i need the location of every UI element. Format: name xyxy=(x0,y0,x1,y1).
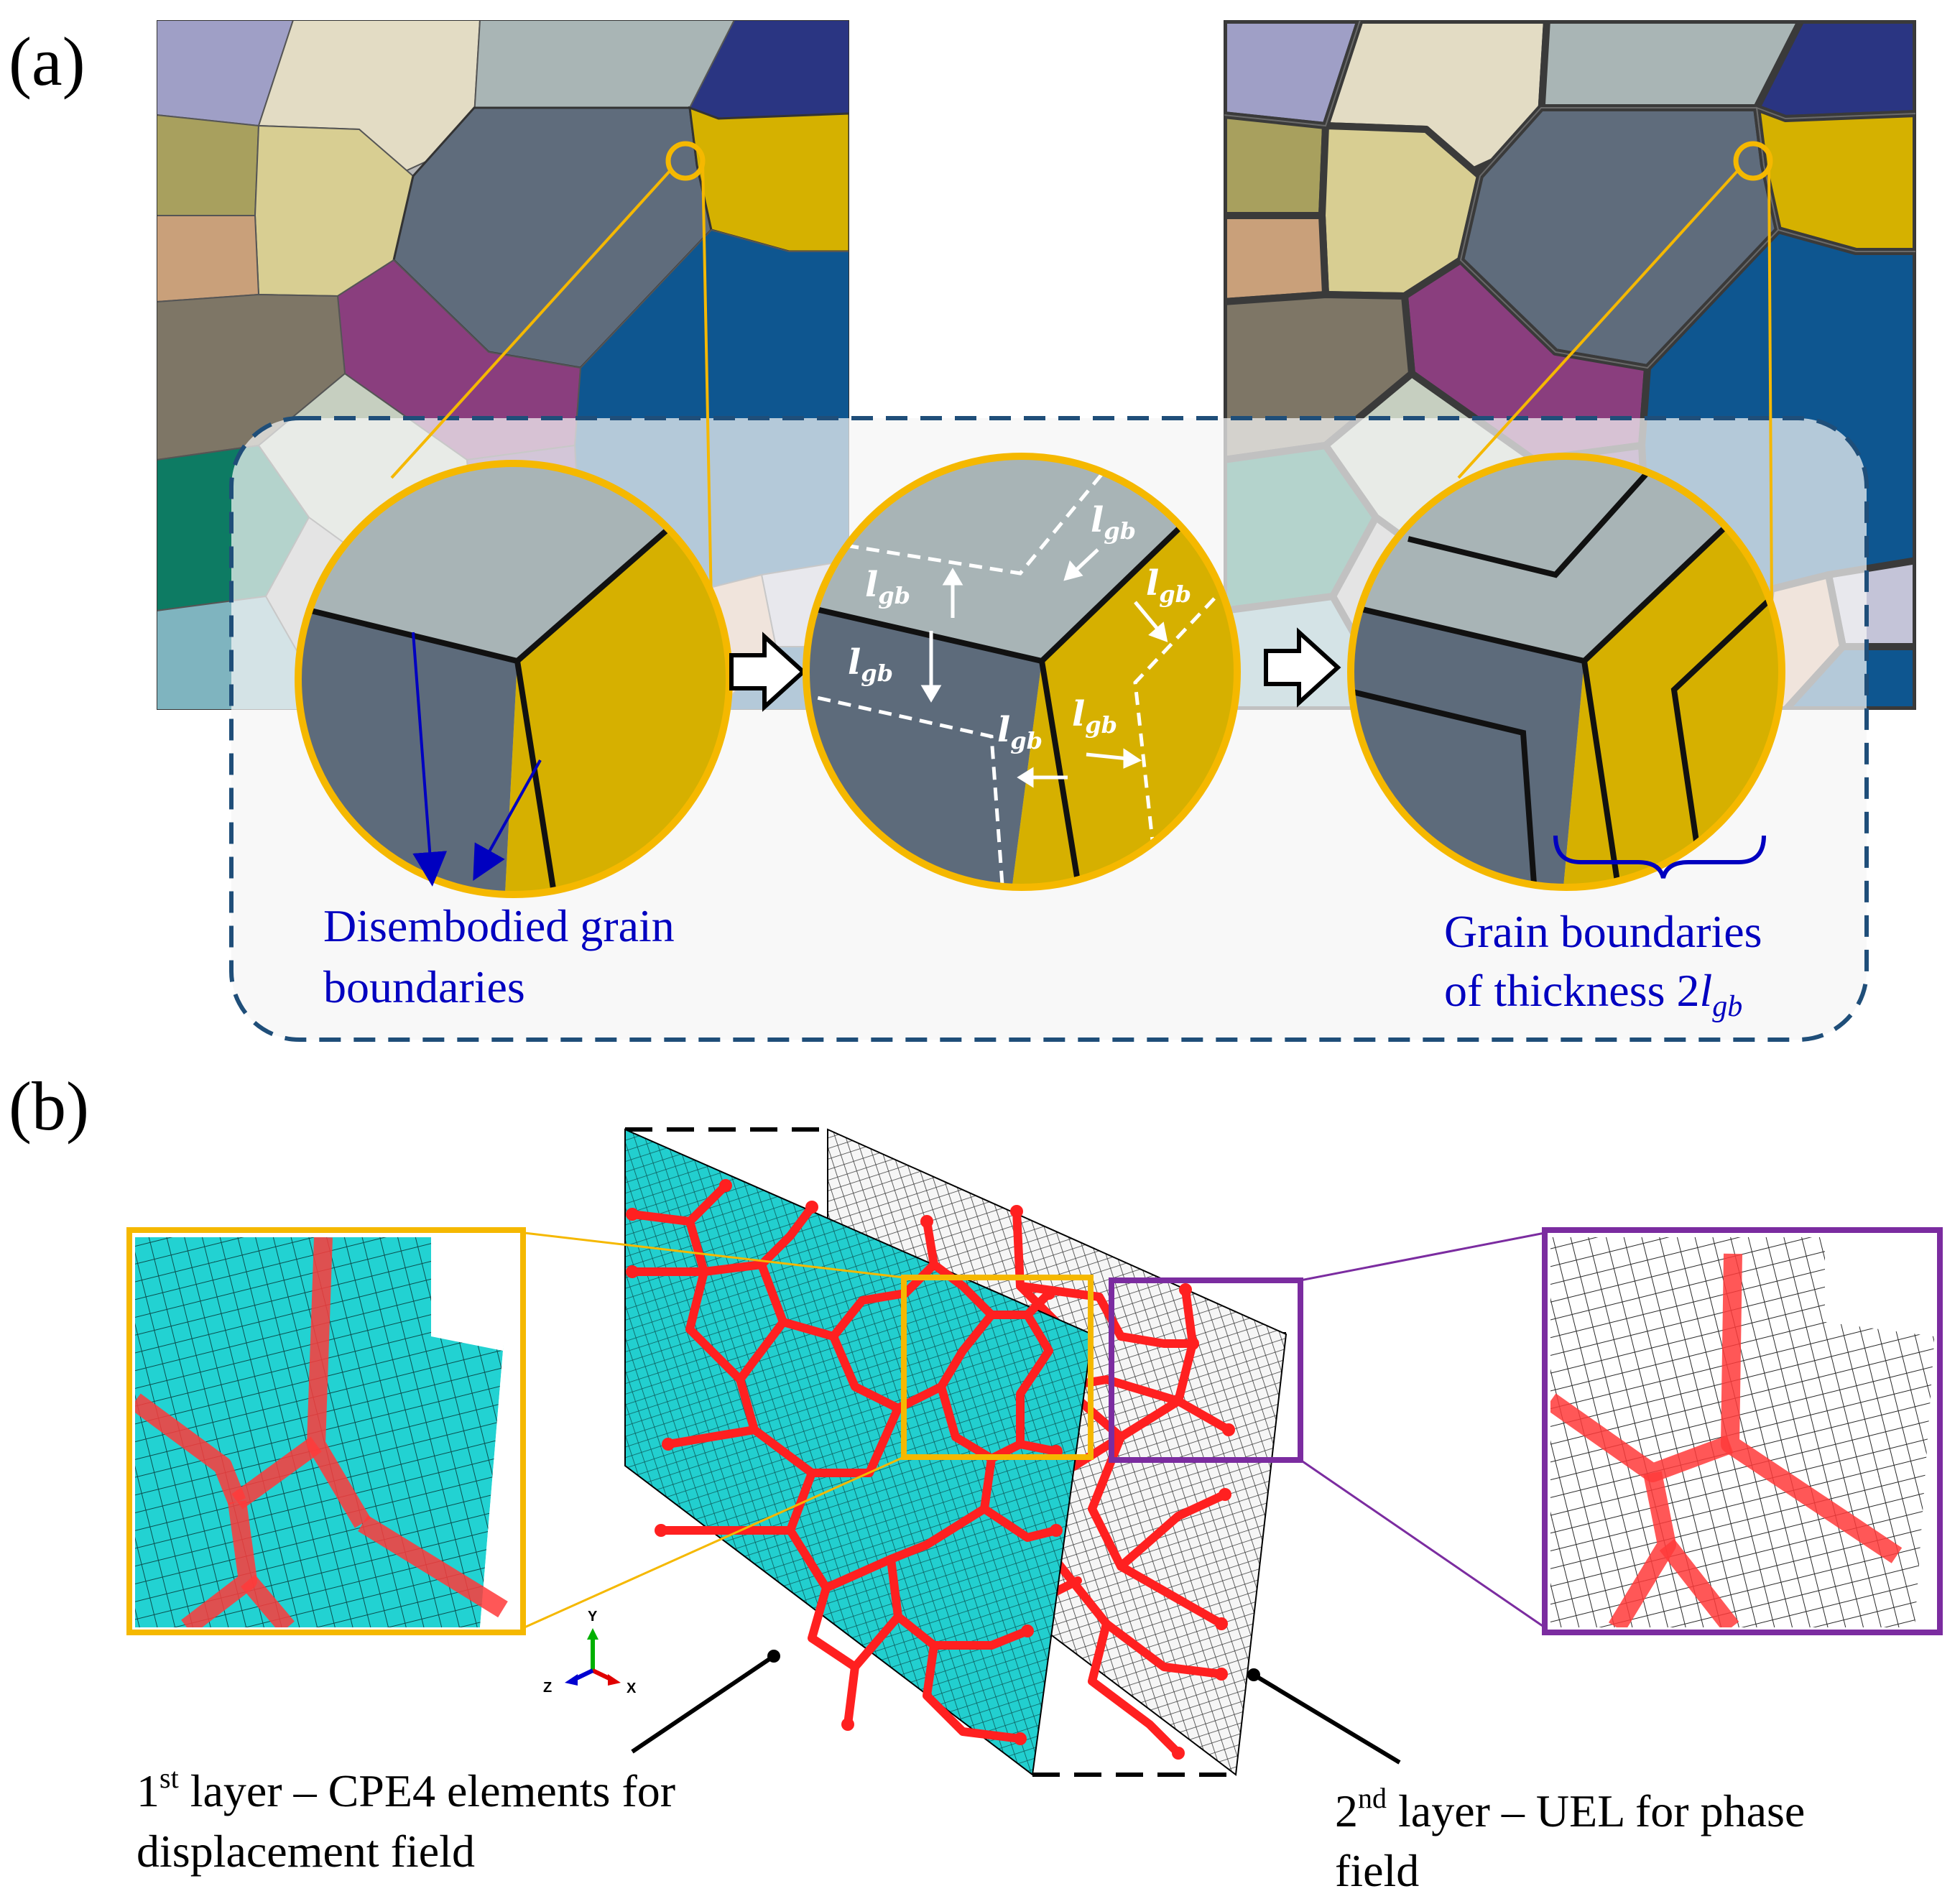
svg-text:lgb: lgb xyxy=(997,710,1043,754)
caption-disembodied-line2: boundaries xyxy=(323,961,525,1012)
zoom-connectors-b xyxy=(524,1231,1545,1629)
svg-text:lgb: lgb xyxy=(1072,694,1117,739)
zoom-target-right xyxy=(1733,141,1773,181)
lgb-labels: lgb lgb lgb lgb lgb lgb xyxy=(848,500,1191,754)
callout-lines xyxy=(631,1650,1401,1765)
svg-text:lgb: lgb xyxy=(848,642,893,687)
zoom-target-left xyxy=(665,141,706,181)
zoom-connectors-a xyxy=(390,162,1773,604)
caption-disembodied-line1: Disembodied grain xyxy=(323,900,675,951)
zoom-panel-layer2 xyxy=(1542,1227,1943,1635)
caption-thickness-line1: Grain boundaries xyxy=(1444,906,1762,957)
gb-arrow-1 xyxy=(412,632,448,887)
axis-triad: Y Z X xyxy=(543,1609,637,1696)
zoom-panel-layer1 xyxy=(126,1227,526,1635)
caption-layer1-line2: displacement field xyxy=(137,1826,475,1877)
thickness-brace xyxy=(1553,835,1766,879)
svg-text:lgb: lgb xyxy=(865,565,910,609)
gb-arrow-2 xyxy=(473,759,542,881)
zoom-box-layer2 xyxy=(1109,1277,1303,1463)
axis-z-label: Z xyxy=(543,1680,552,1696)
caption-layer2-line1: 2nd layer – UEL for phase xyxy=(1335,1782,1805,1836)
process-arrow-1 xyxy=(729,632,807,712)
axis-x-label: X xyxy=(627,1681,637,1696)
caption-layer2-line2: field xyxy=(1335,1845,1419,1896)
layer-1-mesh xyxy=(624,1128,1094,1776)
panel-b-label: (b) xyxy=(9,1068,89,1145)
axis-y-label: Y xyxy=(588,1609,598,1625)
zoom-box-layer1 xyxy=(901,1275,1094,1460)
caption-layer1-line1: 1st layer – CPE4 elements for xyxy=(137,1762,675,1816)
panel-a-label: (a) xyxy=(9,23,85,100)
svg-text:lgb: lgb xyxy=(1091,500,1136,545)
caption-thickness-line2: of thickness 2lgb xyxy=(1444,965,1742,1023)
process-arrow-2 xyxy=(1264,627,1341,708)
lgb-arrows xyxy=(920,548,1168,788)
svg-text:lgb: lgb xyxy=(1146,563,1191,608)
